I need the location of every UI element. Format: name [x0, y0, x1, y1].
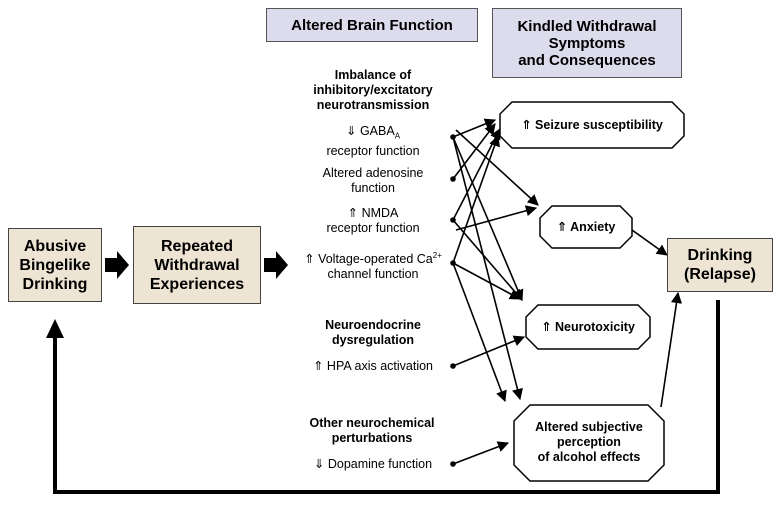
- abusive-drinking-box: Abusive Bingelike Drinking: [8, 228, 102, 302]
- anxiety-box: ⇑ Anxiety: [539, 205, 633, 249]
- neurotoxicity-box: ⇑ Neurotoxicity: [525, 304, 651, 350]
- gaba-receptor-function: ⇓ GABAA receptor function: [326, 124, 420, 158]
- increase-arrow-icon: ⇑: [347, 206, 359, 220]
- other-neurochemical-heading: Other neurochemical perturbations: [309, 416, 435, 445]
- anxiety-label: ⇑ Anxiety: [557, 220, 616, 234]
- neuroendocrine-heading: Neuroendocrine dysregulation: [325, 318, 421, 347]
- block-arrow-1: [105, 251, 129, 279]
- perception-label-line3: of alcohol effects: [538, 450, 641, 464]
- increase-arrow-icon: ⇑: [304, 252, 315, 267]
- neurotoxicity-label: ⇑ Neurotoxicity: [541, 320, 635, 334]
- drinking-relapse-box: Drinking (Relapse): [667, 238, 773, 292]
- hpa-axis-activation: ⇑ HPA axis activation: [312, 359, 433, 373]
- seizure-label: ⇑ Seizure susceptibility: [521, 118, 663, 132]
- connector-lines: [452, 118, 683, 465]
- perception-label-line2: perception: [557, 435, 621, 449]
- block-arrows: [105, 251, 288, 279]
- dopamine-function: ⇓ Dopamine function: [313, 457, 433, 471]
- feedback-loop: [46, 300, 720, 494]
- repeated-withdrawal-box: Repeated Withdrawal Experiences: [133, 226, 261, 304]
- connector-dots: [450, 134, 456, 467]
- adenosine-function: Altered adenosine function: [322, 166, 424, 195]
- block-arrow-2: [264, 251, 288, 279]
- decrease-arrow-icon: ⇓: [345, 124, 357, 138]
- seizure-box: ⇑ Seizure susceptibility: [499, 101, 685, 149]
- perception-label-line1: Altered subjective: [535, 420, 643, 434]
- nmda-receptor-function: ⇑ NMDA receptor function: [326, 206, 420, 235]
- perception-box: Altered subjective perception of alcohol…: [513, 404, 665, 482]
- header-altered-brain-function: Altered Brain Function: [266, 8, 478, 42]
- header-kindled-withdrawal: Kindled Withdrawal Symptoms and Conseque…: [492, 8, 682, 78]
- imbalance-heading: Imbalance of inhibitory/excitatory neuro…: [313, 68, 433, 112]
- calcium-channel-function: ⇑ Voltage-operated Ca2+ channel function: [304, 251, 442, 282]
